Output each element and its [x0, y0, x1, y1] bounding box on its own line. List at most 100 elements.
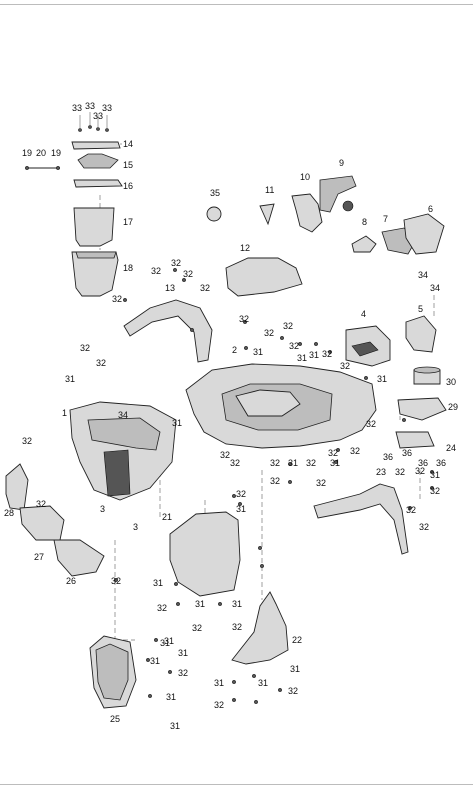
callout-32-k: 32	[80, 343, 90, 353]
callout-31-o: 31	[290, 664, 300, 674]
callout-31-a: 31	[253, 347, 263, 357]
callout-32-j: 32	[340, 361, 350, 371]
part-11-bracket	[259, 203, 275, 226]
callout-31-d: 31	[65, 374, 75, 384]
callout-17: 17	[123, 217, 133, 227]
part-24-bracket	[395, 431, 435, 449]
callout-32-ac: 32	[306, 458, 316, 468]
callout-32-af: 32	[220, 450, 230, 460]
callout-27: 27	[34, 552, 44, 562]
callout-33-d: 33	[102, 103, 112, 113]
front-grille	[103, 449, 131, 497]
callout-1: 1	[62, 408, 67, 418]
callout-32-h: 32	[289, 341, 299, 351]
part-18-panel	[71, 251, 119, 297]
callout-32-ab: 32	[270, 458, 280, 468]
callout-32-ae: 32	[230, 458, 240, 468]
callout-33-c: 33	[93, 111, 103, 121]
part-8-cap	[351, 235, 377, 253]
top-border-line	[0, 4, 473, 5]
callout-32-i: 32	[322, 349, 332, 359]
callout-30: 30	[446, 377, 456, 387]
callout-32-a: 32	[151, 266, 161, 276]
callout-32-r: 32	[192, 623, 202, 633]
callout-31-b: 31	[297, 353, 307, 363]
callout-31-r: 31	[164, 636, 174, 646]
part-21-side-panel	[169, 511, 241, 597]
callout-31-f: 31	[236, 504, 246, 514]
callout-32-w: 32	[419, 522, 429, 532]
callout-36-c: 36	[418, 458, 428, 468]
part-14-plate	[71, 141, 121, 150]
callout-14: 14	[123, 139, 133, 149]
part-1-storage	[235, 389, 301, 417]
callout-31-j: 31	[160, 638, 170, 648]
callout-3-a: 3	[100, 504, 105, 514]
callout-36-d: 36	[436, 458, 446, 468]
callout-28: 28	[4, 508, 14, 518]
front-cowl-inner	[87, 417, 161, 451]
part-9-knob	[342, 200, 354, 212]
callout-29: 29	[448, 402, 458, 412]
callout-10: 10	[300, 172, 310, 182]
callout-32-ai: 32	[328, 448, 338, 458]
callout-18: 18	[123, 263, 133, 273]
callout-19-left: 19	[22, 148, 32, 158]
callout-32-ak: 32	[316, 478, 326, 488]
callout-31-p: 31	[258, 678, 268, 688]
callout-32-t: 32	[178, 668, 188, 678]
callout-32-s: 32	[232, 622, 242, 632]
callout-31-g: 31	[153, 578, 163, 588]
callout-16: 16	[123, 181, 133, 191]
callout-20: 20	[36, 148, 46, 158]
part-18-rim	[75, 251, 117, 259]
part-15-cap	[77, 153, 119, 169]
callout-2: 2	[232, 345, 237, 355]
callout-32-o: 32	[111, 576, 121, 586]
callout-6: 6	[428, 204, 433, 214]
part-23-fender-flare	[313, 483, 409, 555]
callout-35: 35	[210, 188, 220, 198]
part-27-panel	[19, 505, 65, 541]
callout-33-b: 33	[85, 101, 95, 111]
part-10-housing	[291, 193, 323, 233]
callout-32-aa: 32	[415, 466, 425, 476]
screws-33	[78, 112, 109, 132]
callout-32-n: 32	[36, 499, 46, 509]
callout-31-u: 31	[330, 458, 340, 468]
callout-34-b: 34	[430, 283, 440, 293]
callout-23: 23	[376, 467, 386, 477]
part-28-headlight	[5, 463, 29, 511]
callout-32-d: 32	[200, 283, 210, 293]
part-30-rim	[413, 366, 441, 374]
fastener-dots	[114, 268, 434, 704]
callout-32-m: 32	[22, 436, 32, 446]
part-6-handguard	[403, 213, 445, 255]
callout-25: 25	[110, 714, 120, 724]
callout-31-n: 31	[214, 678, 224, 688]
callout-32-z: 32	[395, 467, 405, 477]
callout-32-v: 32	[288, 686, 298, 696]
callout-32-ag: 32	[112, 294, 122, 304]
callout-32-c: 32	[183, 269, 193, 279]
callout-32-g: 32	[264, 328, 274, 338]
callout-32-b: 32	[171, 258, 181, 268]
callout-19-right: 19	[51, 148, 61, 158]
part-17-panel	[73, 207, 115, 247]
callout-11: 11	[265, 185, 274, 195]
callout-4: 4	[361, 309, 366, 319]
callout-32-p: 32	[236, 489, 246, 499]
callout-31-q: 31	[178, 648, 188, 658]
callout-31-v: 31	[377, 374, 387, 384]
callout-5: 5	[418, 304, 423, 314]
callout-31-m: 31	[170, 721, 180, 731]
part-29-tray	[397, 397, 447, 421]
callout-32-f: 32	[283, 321, 293, 331]
callout-15: 15	[123, 160, 133, 170]
callout-31-e: 31	[172, 418, 182, 428]
callout-24: 24	[446, 443, 456, 453]
part-25-face	[95, 643, 129, 701]
part-9-grip	[319, 175, 357, 213]
